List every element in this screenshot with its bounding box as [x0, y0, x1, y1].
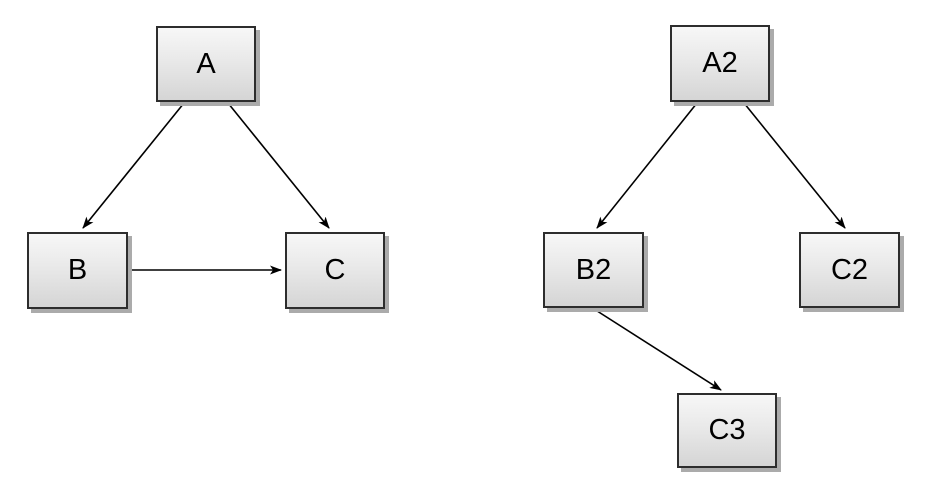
node-A2[interactable]: A2 — [670, 25, 770, 102]
node-label-C: C — [324, 254, 346, 286]
node-C2[interactable]: C2 — [799, 232, 900, 308]
node-label-C3: C3 — [708, 414, 746, 446]
edge-A2-B2 — [596, 102, 698, 229]
node-label-C2: C2 — [830, 253, 869, 286]
node-A[interactable]: A — [156, 26, 256, 102]
edge-A-B — [82, 102, 185, 229]
edge-A-C — [227, 102, 330, 229]
node-B[interactable]: B — [27, 232, 128, 309]
node-label-A: A — [196, 47, 216, 80]
node-C[interactable]: C — [285, 232, 385, 309]
node-B2[interactable]: B2 — [543, 232, 644, 308]
node-C3[interactable]: C3 — [677, 393, 777, 468]
node-label-B2: B2 — [575, 253, 612, 286]
node-label-B: B — [67, 254, 88, 286]
edge-A2-C2 — [743, 102, 846, 229]
node-label-A2: A2 — [702, 47, 738, 79]
edge-B2-C3 — [593, 308, 722, 391]
